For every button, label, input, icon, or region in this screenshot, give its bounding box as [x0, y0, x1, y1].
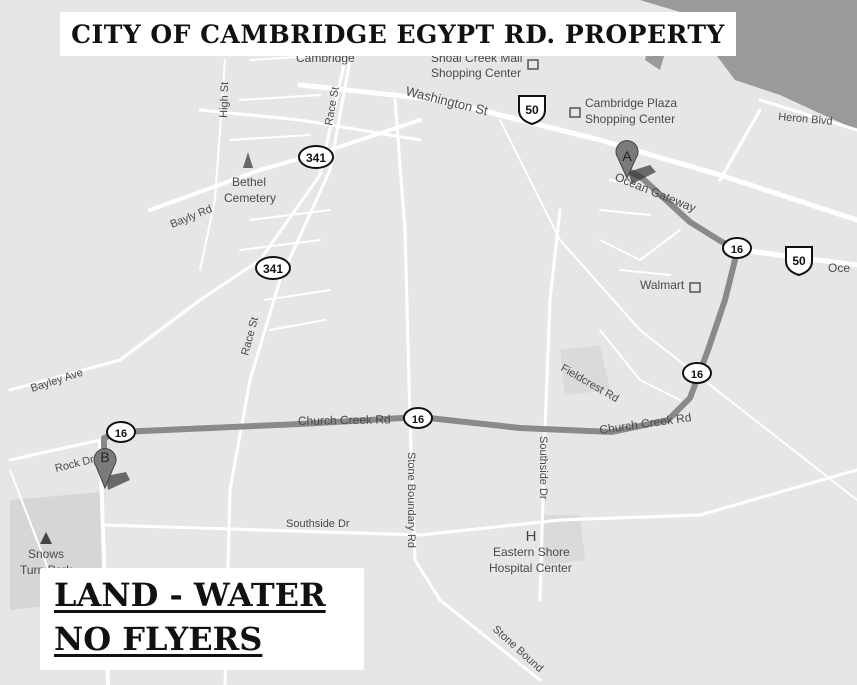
- hospital-icon: H: [526, 528, 537, 545]
- ocean-gateway-short-label: Oce: [828, 261, 850, 275]
- marker-b-shadow: [106, 472, 130, 490]
- us50-shield-2: 50: [785, 246, 813, 277]
- svg-text:341: 341: [306, 151, 326, 165]
- heron-blvd-label: Heron Blvd: [778, 111, 833, 128]
- md341-shield-1: 341: [298, 145, 334, 169]
- snows-turn-label-1: Snows: [28, 547, 64, 561]
- svg-text:H: H: [526, 528, 537, 545]
- block-area: [560, 345, 610, 395]
- notice-line-1: LAND - WATER: [54, 576, 326, 614]
- svg-text:50: 50: [525, 103, 539, 117]
- marker-a-shadow: [628, 165, 656, 184]
- hospital-label-2: Hospital Center: [489, 561, 572, 575]
- hospital-area: [540, 515, 585, 565]
- high-st-label: High St: [218, 82, 231, 118]
- cambridge-plaza-label-1: Cambridge Plaza: [585, 96, 677, 110]
- stone-boundary-rd-label: Stone Boundary Rd: [405, 452, 417, 548]
- shopping-bag-icon: [527, 59, 701, 293]
- svg-text:16: 16: [731, 244, 743, 256]
- bethel-label-1: Bethel: [232, 175, 266, 189]
- shoal-creek-label-2: Shopping Center: [431, 66, 521, 80]
- notice-box: LAND - WATER NO FLYERS: [40, 568, 364, 670]
- md16-shield-1: 16: [722, 237, 752, 259]
- svg-text:16: 16: [115, 428, 127, 440]
- svg-text:50: 50: [792, 254, 806, 268]
- cemetery-icon: [243, 152, 253, 168]
- us50-shield-1: 50: [518, 95, 546, 126]
- md16-shield-3: 16: [403, 407, 433, 429]
- bethel-label-2: Cemetery: [224, 191, 276, 205]
- hospital-label-1: Eastern Shore: [493, 545, 570, 559]
- route-line: [101, 167, 741, 460]
- md341-shield-2: 341: [255, 256, 291, 280]
- notice-line-2: NO FLYERS: [54, 620, 263, 658]
- svg-text:341: 341: [263, 262, 283, 276]
- marker-b-label: B: [100, 449, 109, 465]
- place-labels: Cambridge Shoal Creek Mall Shopping Cent…: [20, 51, 685, 577]
- marker-a-label: A: [622, 148, 632, 164]
- walmart-label: Walmart: [640, 278, 685, 292]
- title-banner: CITY OF CAMBRIDGE EGYPT RD. PROPERTY: [60, 12, 736, 56]
- svg-text:16: 16: [412, 414, 424, 426]
- church-creek-rd-label: Church Creek Rd: [298, 412, 391, 428]
- marker-b-icon[interactable]: B: [93, 448, 117, 490]
- md16-shield-4: 16: [106, 421, 136, 443]
- md16-shield-2: 16: [682, 362, 712, 384]
- page-title: CITY OF CAMBRIDGE EGYPT RD. PROPERTY: [71, 19, 725, 49]
- park-tree-icon: [40, 532, 52, 544]
- svg-text:16: 16: [691, 369, 703, 381]
- southside-dr-label: Southside Dr: [286, 518, 350, 530]
- marker-a-icon[interactable]: A: [615, 140, 639, 180]
- southside-dr-label-2: Southside Dr: [537, 436, 549, 500]
- cambridge-plaza-label-2: Shopping Center: [585, 112, 675, 126]
- water-area: [640, 0, 857, 130]
